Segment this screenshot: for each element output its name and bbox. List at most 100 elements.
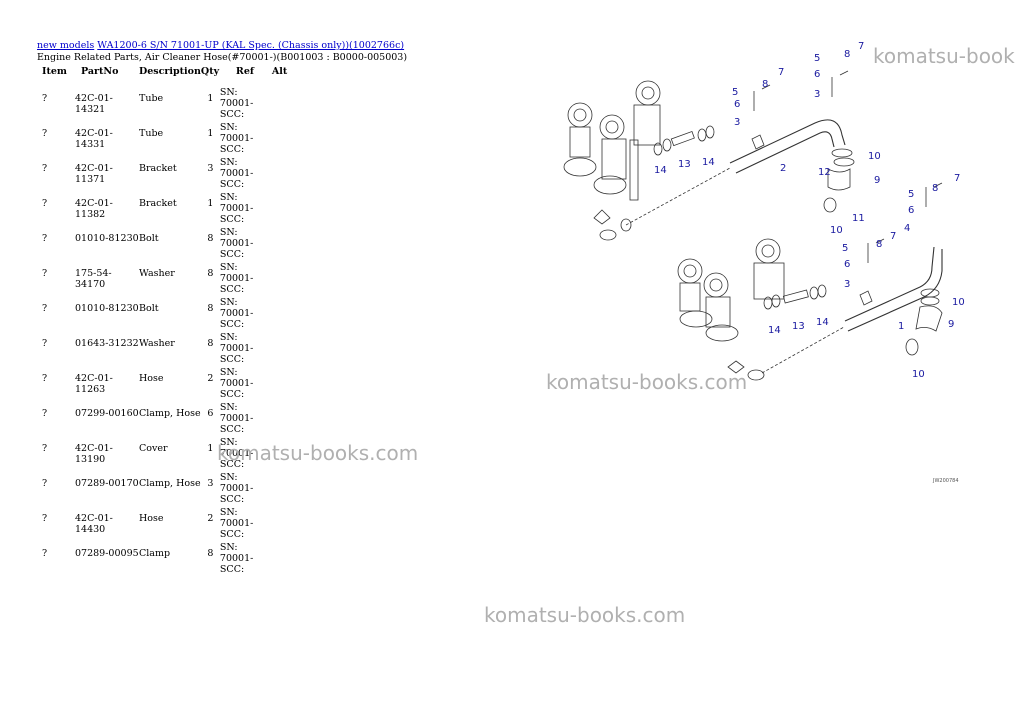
lower-callout: 6 (844, 259, 850, 270)
breadcrumb-link-model[interactable]: WA1200-6 S/N 71001-UP (KAL Spec. (Chassi… (97, 40, 405, 51)
cell-alt (272, 190, 292, 225)
cell-desc: Cover (139, 443, 168, 454)
cell-qty: 1 (207, 198, 214, 209)
table-header-row: Item PartNo Description Qty Ref Alt (34, 66, 292, 85)
header-item: Item (42, 66, 67, 77)
cell-ref: SN: 70001-SCC: (219, 157, 254, 190)
cell-ref: SN: 70001-SCC: (219, 402, 254, 435)
tube-lower (761, 182, 943, 374)
cell-item: ? (42, 198, 48, 209)
cell-alt (272, 540, 292, 575)
upper-callout: 10 (830, 225, 843, 236)
lower-callout: 4 (904, 223, 910, 234)
air-cleaner-upper (563, 80, 661, 241)
cell-desc: Clamp, Hose (139, 408, 201, 419)
cell-partno: 07299-00160 (75, 408, 139, 419)
cell-qty: 8 (207, 303, 214, 314)
cell-ref: SN: 70001-SCC: (219, 367, 254, 400)
upper-callout: 11 (852, 213, 865, 224)
cell-qty: 3 (207, 163, 214, 174)
cell-qty: 2 (207, 513, 214, 524)
cell-alt (272, 295, 292, 330)
lower-callout: 6 (908, 205, 914, 216)
drawing-code: JW200784 (933, 478, 959, 484)
cell-item: ? (42, 408, 48, 419)
upper-callout: 2 (780, 163, 786, 174)
header-partno: PartNo (81, 66, 119, 77)
cell-partno: 42C-01-11371 (75, 163, 113, 185)
cell-partno: 42C-01-11382 (75, 198, 113, 220)
upper-callout: 3 (734, 117, 740, 128)
cell-alt (272, 155, 292, 190)
cell-partno: 42C-01-11263 (75, 373, 113, 395)
parts-table: Item PartNo Description Qty Ref Alt ? 42C… (34, 66, 292, 575)
upper-callout: 9 (874, 175, 880, 186)
cell-item: ? (42, 93, 48, 104)
watermark-left: komatsu-books.com (217, 441, 419, 465)
cell-alt (272, 120, 292, 155)
header-qty: Qty (200, 66, 220, 77)
cell-ref: SN: 70001-SCC: (219, 437, 254, 470)
cell-item: ? (42, 163, 48, 174)
cell-desc: Clamp, Hose (139, 478, 201, 489)
cell-desc: Bracket (139, 163, 177, 174)
upper-callout: 12 (818, 167, 831, 178)
cell-qty: 6 (207, 408, 214, 419)
table-row: ? 42C-01-11382 Bracket 1 SN: 70001-SCC: (34, 190, 292, 225)
lower-callout: 8 (876, 239, 882, 250)
cell-item: ? (42, 338, 48, 349)
cell-qty: 3 (207, 478, 214, 489)
lower-callout: 13 (792, 321, 805, 332)
cell-desc: Bracket (139, 198, 177, 209)
cell-qty: 1 (207, 443, 214, 454)
upper-callout: 6 (734, 99, 740, 110)
cell-desc: Tube (139, 93, 164, 104)
watermark-middle: komatsu-books.com (546, 370, 748, 394)
cell-desc: Bolt (139, 303, 159, 314)
cell-partno: 01010-81230 (75, 303, 139, 314)
lower-callout: 10 (912, 369, 925, 380)
cell-ref: SN: 70001-SCC: (219, 227, 254, 260)
cell-ref: SN: 70001-SCC: (219, 122, 254, 155)
cell-qty: 8 (207, 268, 214, 279)
breadcrumb-link-new-models[interactable]: new models (37, 40, 95, 51)
air-cleaner-lower (677, 238, 785, 381)
cell-partno: 42C-01-14430 (75, 513, 113, 535)
watermark-bottom: komatsu-books.com (484, 603, 686, 627)
lower-callout: 3 (844, 279, 850, 290)
page-title: Engine Related Parts, Air Cleaner Hose(#… (37, 52, 408, 63)
cell-item: ? (42, 233, 48, 244)
cell-ref: SN: 70001-SCC: (219, 472, 254, 505)
breadcrumb: new models WA1200-6 S/N 71001-UP (KAL Sp… (37, 40, 404, 51)
cell-alt (272, 330, 292, 365)
cell-qty: 8 (207, 548, 214, 559)
cell-desc: Hose (139, 373, 164, 384)
upper-callout: 6 (814, 69, 820, 80)
cell-partno: 42C-01-14331 (75, 128, 113, 150)
upper-callout: 7 (858, 41, 864, 52)
cell-qty: 1 (207, 128, 214, 139)
cell-item: ? (42, 268, 48, 279)
cell-desc: Washer (139, 268, 175, 279)
lower-callout: 1 (898, 321, 904, 332)
lower-callout: 7 (954, 173, 960, 184)
cell-desc: Bolt (139, 233, 159, 244)
cell-partno: 42C-01-14321 (75, 93, 113, 115)
cell-desc: Tube (139, 128, 164, 139)
cell-ref: SN: 70001-SCC: (219, 192, 254, 225)
cell-item: ? (42, 513, 48, 524)
cell-qty: 8 (207, 338, 214, 349)
header-alt: Alt (271, 66, 288, 77)
cell-alt (272, 400, 292, 435)
cell-ref: SN: 70001-SCC: (219, 262, 254, 295)
upper-callout: 7 (778, 67, 784, 78)
upper-callout: 5 (814, 53, 820, 64)
